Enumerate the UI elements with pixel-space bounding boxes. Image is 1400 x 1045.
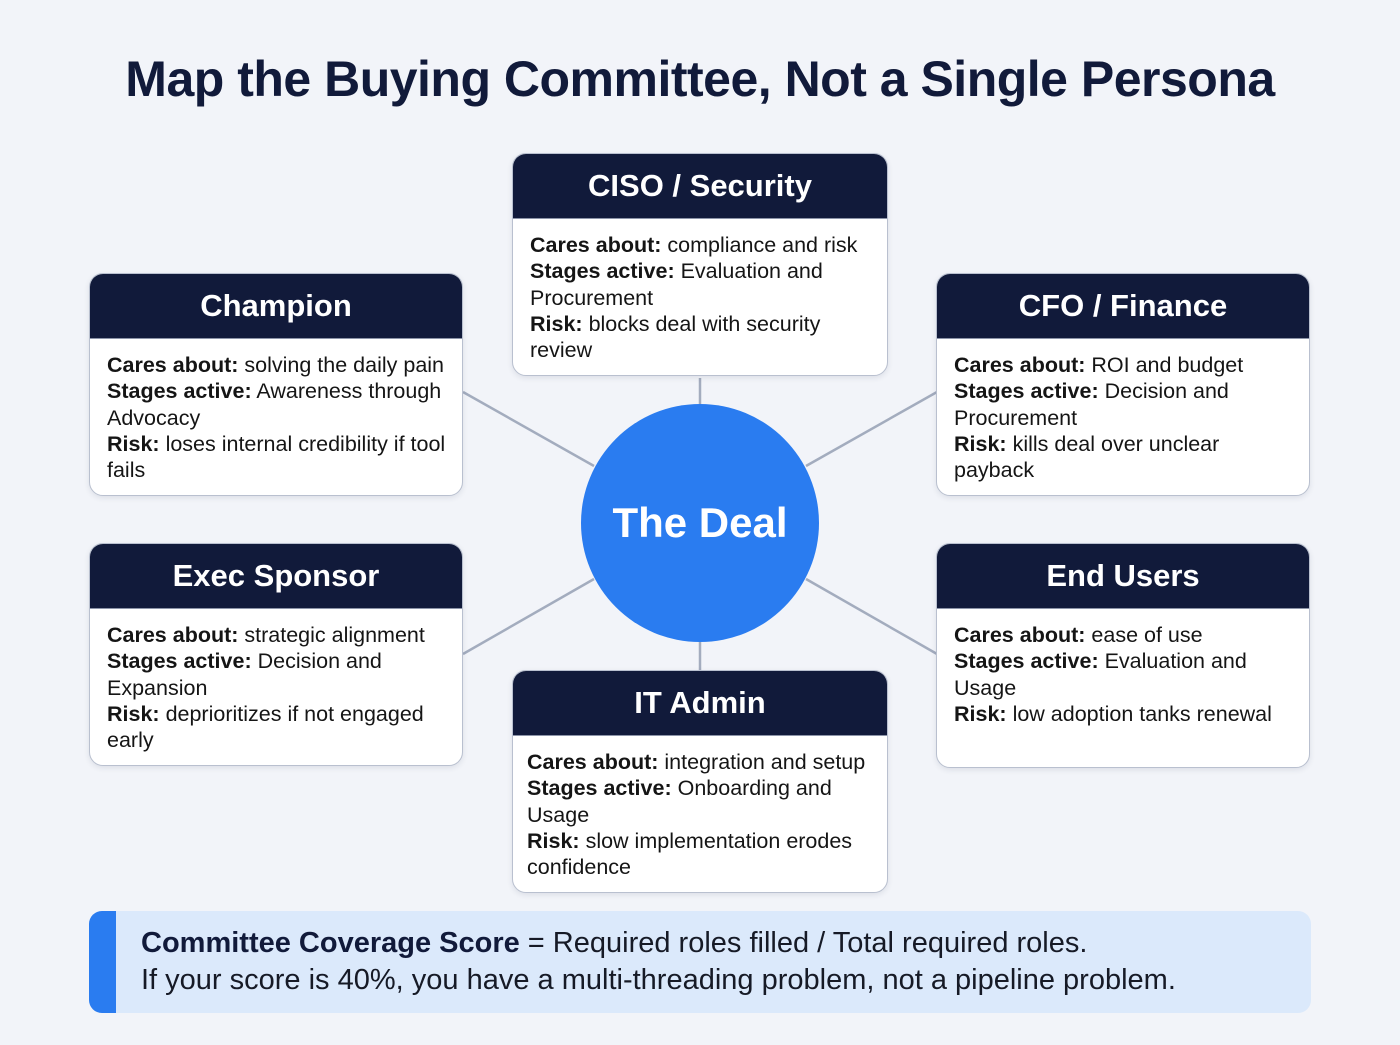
role-title: CISO / Security	[513, 154, 887, 219]
cares-about: Cares about: ease of use	[954, 623, 1203, 647]
callout-accent-bar	[89, 911, 116, 1013]
cares-about: Cares about: integration and setup	[527, 750, 866, 774]
connector-cfo	[805, 390, 938, 468]
role-card-cfo: CFO / Finance Cares about: ROI and budge…	[936, 273, 1310, 497]
cares-about: Cares about: ROI and budget	[954, 353, 1244, 377]
role-card-ciso: CISO / Security Cares about: compliance …	[512, 153, 888, 377]
role-title: Exec Sponsor	[90, 544, 462, 609]
risk: Risk: slow implementation erodes confide…	[527, 828, 853, 880]
stages-active: Stages active: Evaluation and Usage	[954, 649, 1247, 700]
page-title: Map the Buying Committee, Not a Single P…	[125, 51, 1275, 107]
risk: Risk: blocks deal with security review	[530, 311, 821, 363]
stages-active: Stages active: Awareness through Advocac…	[107, 379, 442, 430]
connector-end-users	[805, 577, 938, 656]
coverage-score-callout: Committee Coverage Score = Required role…	[89, 911, 1311, 1013]
hub-label: The Deal	[612, 499, 788, 546]
risk: Risk: kills deal over unclear payback	[954, 431, 1220, 483]
risk: Risk: loses internal credibility if tool…	[107, 431, 446, 483]
connector-champion	[462, 390, 595, 468]
callout-formula-line: Committee Coverage Score = Required role…	[141, 927, 1088, 959]
cares-about: Cares about: compliance and risk	[530, 233, 858, 257]
stages-active: Stages active: Decision and Expansion	[107, 649, 382, 700]
role-title: End Users	[937, 544, 1309, 609]
the-deal-hub: The Deal	[581, 404, 819, 642]
cares-about: Cares about: strategic alignment	[107, 623, 425, 647]
role-title: CFO / Finance	[937, 274, 1309, 339]
risk: Risk: deprioritizes if not engaged early	[107, 701, 424, 753]
role-card-exec-sponsor: Exec Sponsor Cares about: strategic alig…	[89, 543, 463, 767]
stages-active: Stages active: Evaluation and Procuremen…	[530, 259, 823, 310]
stages-active: Stages active: Decision and Procurement	[954, 379, 1229, 430]
connector-exec-sponsor	[462, 577, 595, 656]
role-card-champion: Champion Cares about: solving the daily …	[89, 273, 463, 497]
role-card-it-admin: IT Admin Cares about: integration and se…	[512, 670, 888, 894]
callout-note: If your score is 40%, you have a multi-t…	[141, 964, 1176, 996]
callout-term: Committee Coverage Score	[141, 927, 520, 959]
role-title: Champion	[90, 274, 462, 339]
role-card-end-users: End Users Cares about: ease of use Stage…	[936, 543, 1310, 768]
cares-about: Cares about: solving the daily pain	[107, 353, 445, 377]
risk: Risk: low adoption tanks renewal	[954, 701, 1272, 726]
stages-active: Stages active: Onboarding and Usage	[527, 776, 832, 827]
role-title: IT Admin	[513, 671, 887, 736]
